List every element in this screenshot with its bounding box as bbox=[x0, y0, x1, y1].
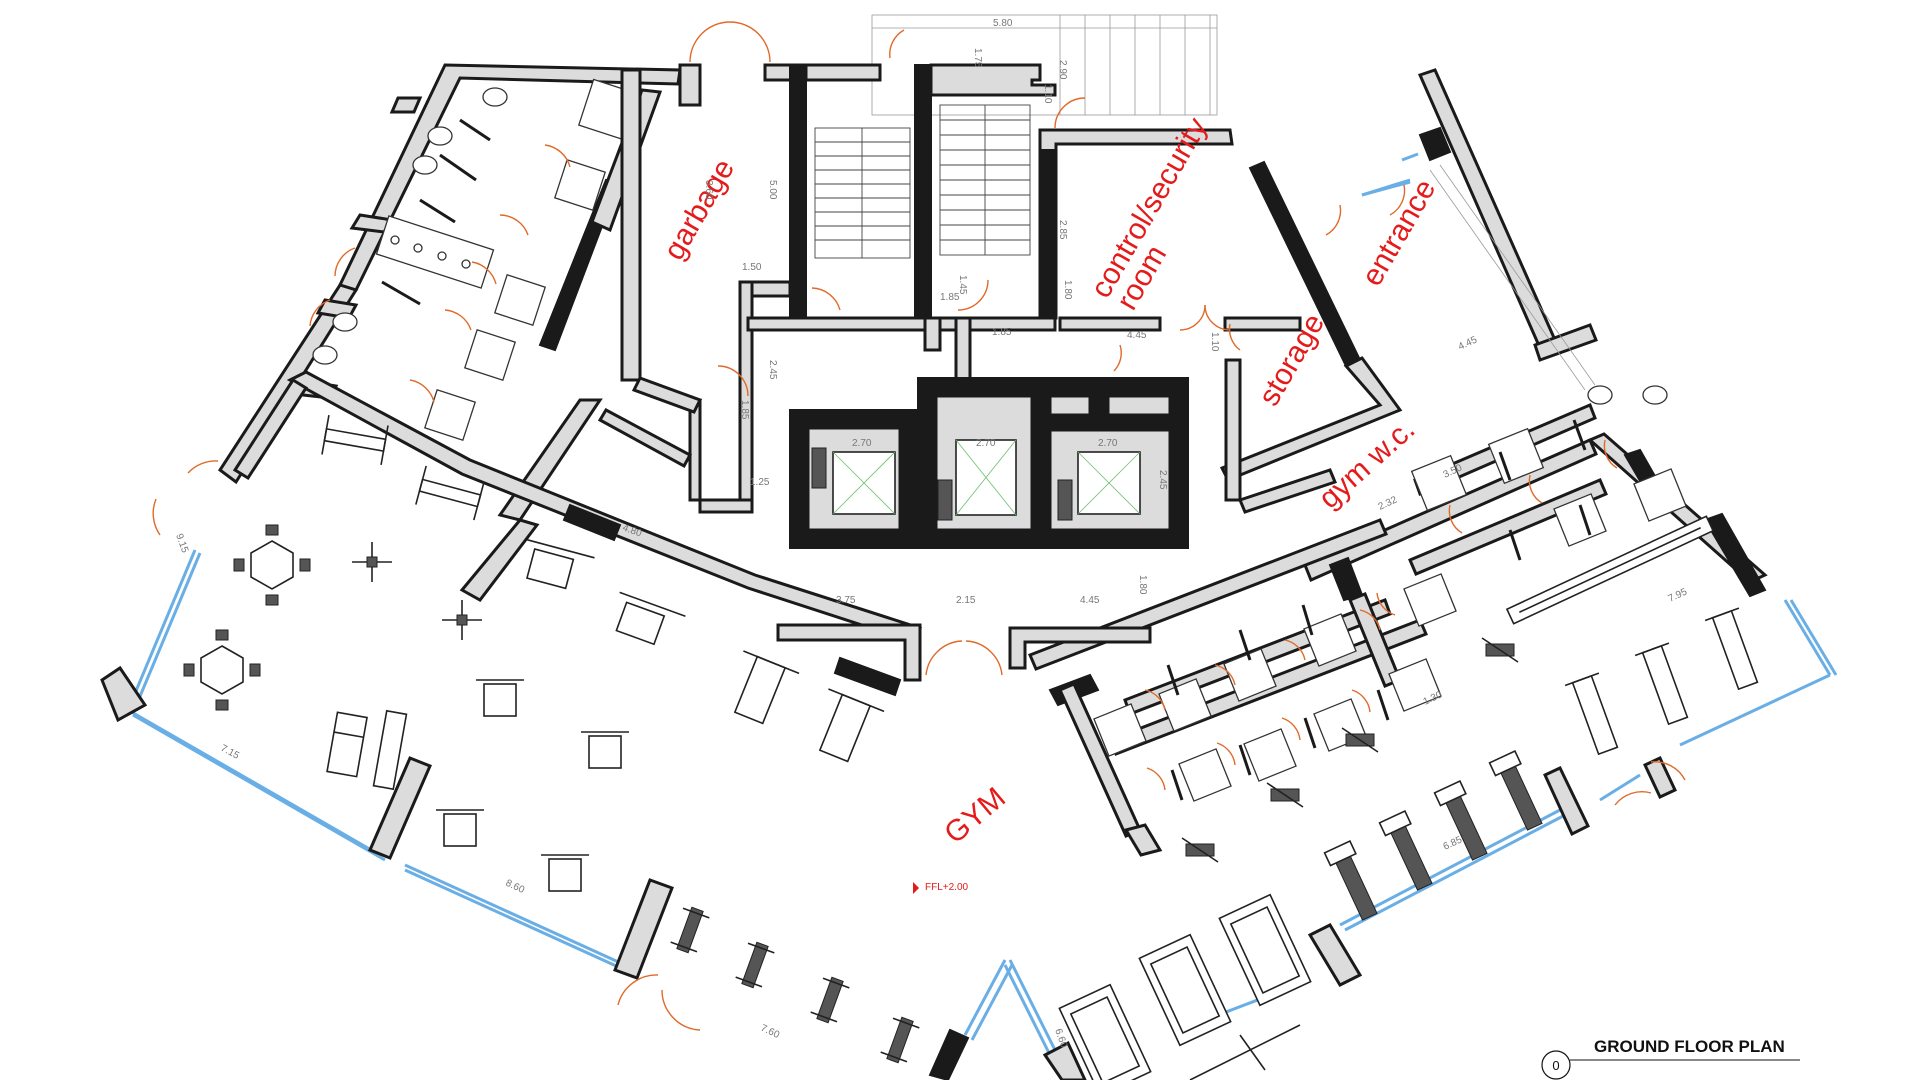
dim-16: 2.45 bbox=[1157, 470, 1168, 490]
dim-19: 2.70 bbox=[976, 438, 996, 449]
exercise-bike-1-icon bbox=[670, 906, 710, 954]
treadmill-1-icon bbox=[1058, 983, 1152, 1080]
bench-right-3-icon bbox=[1704, 607, 1759, 691]
dim-1: 5.80 bbox=[993, 18, 1013, 29]
dimension-texts: 5.80 1.75 1.10 2.90 3.60 5.00 1.50 2.85 … bbox=[173, 18, 1689, 1050]
plate-rack-3-icon bbox=[1181, 837, 1219, 863]
dim-10: 1.45 bbox=[957, 275, 968, 295]
dim-26: 9.15 bbox=[173, 532, 190, 554]
weight-station-2-icon bbox=[183, 629, 261, 711]
bench-press-2-icon bbox=[415, 465, 485, 521]
treadmill-3-icon bbox=[1218, 893, 1312, 1007]
dim-17: 1.85 bbox=[739, 400, 750, 420]
dim-33: 2.32 bbox=[1377, 494, 1400, 512]
dim-23: 2.15 bbox=[956, 595, 976, 606]
leg-press-2-icon bbox=[372, 709, 408, 791]
title-block: 0 GROUND FLOOR PLAN bbox=[1541, 1037, 1800, 1080]
ffl-label: FFL+2.00 bbox=[925, 882, 969, 893]
dim-11: 1.85 bbox=[940, 292, 960, 303]
dim-20: 2.70 bbox=[1098, 438, 1118, 449]
level-marker: FFL+2.00 bbox=[913, 882, 969, 894]
dim-6: 5.00 bbox=[767, 180, 778, 200]
weight-station-1-icon bbox=[233, 524, 311, 606]
bench-press-6-icon bbox=[818, 688, 885, 763]
plate-rack-4-icon bbox=[1481, 637, 1519, 663]
dim-18: 2.70 bbox=[852, 438, 872, 449]
dim-13: 1.85 bbox=[992, 327, 1012, 338]
dim-24: 4.45 bbox=[1080, 595, 1100, 606]
elliptical-3-icon bbox=[1433, 779, 1488, 861]
dim-29: 8.60 bbox=[504, 878, 527, 896]
dim-25: 1.80 bbox=[1137, 575, 1148, 595]
dim-22: 3.75 bbox=[836, 595, 856, 606]
cross-machine-2-icon bbox=[442, 600, 482, 640]
stair-right bbox=[939, 104, 1031, 256]
treadmill-2-icon bbox=[1138, 933, 1232, 1047]
plate-rack-1-icon bbox=[1341, 727, 1379, 753]
dim-8: 2.85 bbox=[1057, 220, 1068, 240]
lift-core bbox=[746, 316, 1189, 549]
elliptical-2-icon bbox=[1378, 809, 1433, 891]
cable-machine-3-icon bbox=[436, 809, 484, 847]
dim-30: 7.60 bbox=[759, 1023, 782, 1041]
cable-machine-2-icon bbox=[581, 731, 629, 769]
bench-press-5-icon bbox=[733, 650, 800, 725]
exercise-bike-3-icon bbox=[810, 976, 850, 1024]
right-wc-block bbox=[1028, 385, 1768, 857]
leg-press-1-icon bbox=[326, 711, 368, 778]
control-storage-entrance bbox=[1038, 68, 1598, 514]
bench-right-2-icon bbox=[1634, 642, 1689, 726]
exercise-bike-4-icon bbox=[880, 1016, 920, 1064]
plate-rack-2-icon bbox=[1266, 782, 1304, 808]
plan-number-circle bbox=[1541, 1050, 1571, 1080]
dim-35: 7.95 bbox=[1667, 586, 1690, 604]
dim-5: 3.60 bbox=[703, 180, 714, 200]
plan-number: 0 bbox=[1552, 1058, 1559, 1073]
dumbbell-rack-icon bbox=[1505, 515, 1715, 625]
cross-machine-1-icon bbox=[352, 542, 392, 582]
elliptical-1-icon bbox=[1323, 839, 1378, 921]
dim-21: 1.25 bbox=[750, 477, 770, 488]
cable-machine-4-icon bbox=[541, 854, 589, 892]
exercise-bike-2-icon bbox=[735, 941, 775, 989]
dim-28: 7.15 bbox=[219, 743, 242, 762]
dim-9: 1.80 bbox=[1062, 280, 1073, 300]
dim-14: 4.45 bbox=[1127, 330, 1147, 341]
label-gym: GYM bbox=[938, 781, 1012, 850]
top-dimension-lines bbox=[871, 14, 1218, 116]
stair-left bbox=[814, 127, 911, 259]
cable-machine-1-icon bbox=[476, 679, 524, 717]
dim-4: 2.90 bbox=[1057, 60, 1068, 80]
bench-right-1-icon bbox=[1564, 672, 1619, 756]
bench-press-1-icon bbox=[321, 414, 389, 466]
dim-2: 1.75 bbox=[972, 48, 983, 68]
elliptical-4-icon bbox=[1488, 749, 1543, 831]
dim-15: 1.10 bbox=[1209, 332, 1220, 352]
gym-envelope bbox=[100, 370, 1838, 1080]
dim-7: 1.50 bbox=[742, 262, 762, 273]
bench-press-4-icon bbox=[615, 591, 686, 646]
plan-title: GROUND FLOOR PLAN bbox=[1594, 1037, 1785, 1056]
bench-press-3-icon bbox=[525, 538, 595, 590]
dim-31: 4.45 bbox=[1457, 334, 1480, 352]
label-garbage: garbage bbox=[657, 154, 741, 266]
dim-12: 2.45 bbox=[767, 360, 778, 380]
dim-3: 1.10 bbox=[1042, 84, 1053, 104]
dim-36: 6.85 bbox=[1442, 834, 1465, 852]
gym-equipment bbox=[183, 414, 1759, 1080]
